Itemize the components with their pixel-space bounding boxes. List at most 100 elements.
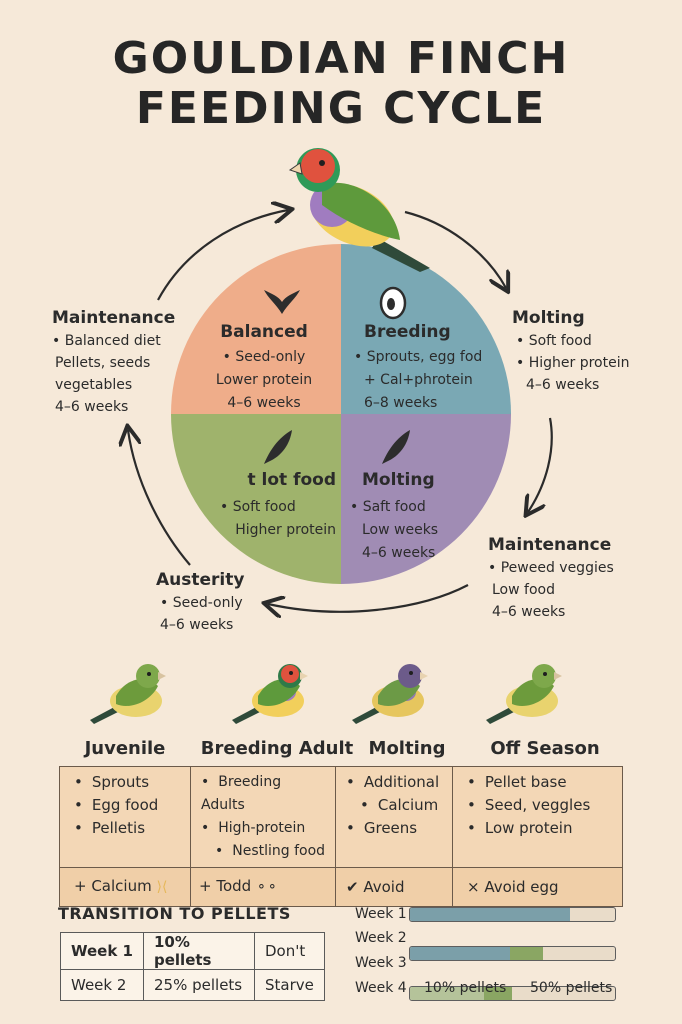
stage-name: Juvenile <box>84 738 166 759</box>
progress-bar-week-3 <box>409 986 616 1001</box>
transition-heading: TRANSITION TO PELLETS <box>58 904 291 923</box>
finch-icon-juvenile <box>90 664 166 724</box>
cycle-label-line: 4–6 weeks <box>492 604 566 620</box>
stage-footer-text: + Calcium <box>74 877 152 895</box>
page-title-line-1: GOULDIAN FINCH <box>112 33 570 84</box>
feather-icon <box>382 430 410 464</box>
stage-cell-off-season: Pellet base Seed, veggles Low protein <box>452 766 623 868</box>
bar-week-label: Week 4 <box>355 980 407 996</box>
quadrant-molting <box>341 414 511 584</box>
diet-item: Breeding Adults <box>201 771 327 817</box>
cycle-label-line: • Balanced diet <box>52 333 161 349</box>
cycle-label-line: 4–6 weeks <box>160 617 234 633</box>
bar-fill <box>410 947 511 960</box>
stage-footer-molting: ✔ Avoid <box>335 867 453 907</box>
finch-icon-breeding-adult <box>232 664 308 724</box>
quadrant-softfood-title: t lot food <box>247 470 336 490</box>
cycle-label-title: Molting <box>512 308 585 328</box>
cycle-label-line: vegetables <box>55 377 133 393</box>
cycle-label-line: Low food <box>492 582 555 598</box>
quadrant-balanced <box>171 244 341 414</box>
food-icon: ⚬⚬ <box>255 880 278 895</box>
diet-item-continued: Calcium <box>346 794 444 817</box>
cycle-arrow-right <box>528 417 553 512</box>
diet-item: Pellet base <box>467 771 614 794</box>
transition-note: Don't <box>254 932 325 970</box>
bar-fill <box>410 908 570 921</box>
stage-cell-juvenile: Sprouts Egg food Pelletis <box>59 766 191 868</box>
finch-illustration-top <box>288 148 430 272</box>
quadrant-softfood <box>171 414 341 584</box>
bar-week-label: Week 1 <box>355 906 407 922</box>
stage-footer-text: ✔ Avoid <box>346 877 405 896</box>
stage-cell-molting: Additional Calcium Greens <box>335 766 453 868</box>
cycle-diagram <box>0 148 553 700</box>
quadrant-molting-line: 4–6 weeks <box>362 545 436 561</box>
cycle-label-title: Maintenance <box>488 535 612 555</box>
diet-item: Egg food <box>74 794 182 817</box>
stage-name: Molting <box>368 738 446 759</box>
quadrant-breeding-line: + Cal+phrotein <box>364 372 473 388</box>
quadrant-breeding <box>341 244 511 414</box>
wings-icon <box>264 290 300 314</box>
diet-item: Low protein <box>467 817 614 840</box>
stage-footer-off-season: × Avoid egg <box>452 867 623 907</box>
bar-scale-right: 50% pellets <box>530 980 613 996</box>
feather-icon <box>264 430 292 464</box>
transition-note: Starve <box>254 969 325 1001</box>
stage-name: Breeding Adult <box>200 738 354 759</box>
cycle-label-austerity: Austerity • Seed-only 4–6 weeks <box>156 570 276 636</box>
egg-icon <box>379 286 407 320</box>
transition-week: Week 1 <box>60 932 144 970</box>
finch-icon-off-season <box>486 664 562 724</box>
page-title-line-2: FEEDING CYCLE <box>135 83 547 134</box>
quadrant-balanced-text: Balanced • Seed-only Lower protein 4–6 w… <box>208 322 320 415</box>
quadrant-breeding-line: 6–8 weeks <box>364 395 438 411</box>
transition-pellets: 10% pellets <box>143 932 255 970</box>
quadrant-breeding-title: Breeding <box>364 322 451 342</box>
cycle-arrow-left <box>128 430 191 566</box>
bar-fill <box>410 987 484 1000</box>
cycle-label-maintenance-right: Maintenance • Peweed veggies Low food 4–… <box>488 535 638 623</box>
quadrant-balanced-title: Balanced <box>220 322 308 342</box>
diet-item: Pelletis <box>74 817 182 840</box>
quadrant-balanced-line: • Seed-only <box>222 349 306 365</box>
cycle-arrow-top-right <box>404 210 506 288</box>
cycle-label-line: • Peweed veggies <box>488 560 614 576</box>
bar-accent <box>483 987 513 1000</box>
diet-item: Additional <box>346 771 444 794</box>
wings-icon: ⟩⟨ <box>156 879 168 895</box>
stage-footer-breeding-adult: + Todd ⚬⚬ <box>190 867 336 907</box>
cycle-label-line: Pellets, seeds <box>55 355 151 371</box>
finch-icon-molting <box>352 664 428 724</box>
transition-table: Week 1 10% pellets Don't Week 2 25% pell… <box>60 932 325 1001</box>
bar-week-label: Week 3 <box>355 955 407 971</box>
cycle-label-molting-right: Molting • Soft food • Higher protein 4–6… <box>512 308 642 396</box>
diet-item-continued: Nestling food <box>201 840 327 863</box>
quadrant-softfood-line: • Soft food <box>220 499 296 515</box>
quadrant-breeding-text: Breeding • Sprouts, egg fod + Cal+phrote… <box>346 322 486 415</box>
cycle-label-line: • Seed-only <box>160 595 243 611</box>
bar-scale-left: 10% pellets <box>424 980 507 996</box>
stage-footer-juvenile: + Calcium ⟩⟨ <box>59 867 191 907</box>
cycle-label-maintenance-left: Maintenance • Balanced diet Pellets, see… <box>52 308 192 418</box>
progress-bar-week-2 <box>409 946 616 961</box>
diet-item: Greens <box>346 817 444 840</box>
cycle-label-title: Austerity <box>156 570 245 590</box>
bar-week-label: Week 2 <box>355 930 407 946</box>
stage-cell-breeding-adult: Breeding Adults High-protein Nestling fo… <box>190 766 336 868</box>
cycle-arrow-bottom <box>268 584 469 612</box>
quadrant-softfood-line: Higher protein <box>235 522 336 538</box>
cycle-label-line: • Higher protein <box>516 355 630 371</box>
pie-quadrants <box>171 244 511 584</box>
transition-week: Week 2 <box>60 969 144 1001</box>
stage-footer-text: × Avoid egg <box>467 877 559 896</box>
stage-name: Off Season <box>490 738 600 759</box>
cycle-label-title: Maintenance <box>52 308 176 328</box>
diet-item: Seed, veggles <box>467 794 614 817</box>
quadrant-balanced-line: 4–6 weeks <box>227 395 301 411</box>
bar-accent <box>510 947 544 960</box>
stage-diet-table: Sprouts Egg food Pelletis Breeding Adult… <box>59 766 623 907</box>
cycle-label-line: • Soft food <box>516 333 592 349</box>
quadrant-balanced-line: Lower protein <box>215 372 313 388</box>
